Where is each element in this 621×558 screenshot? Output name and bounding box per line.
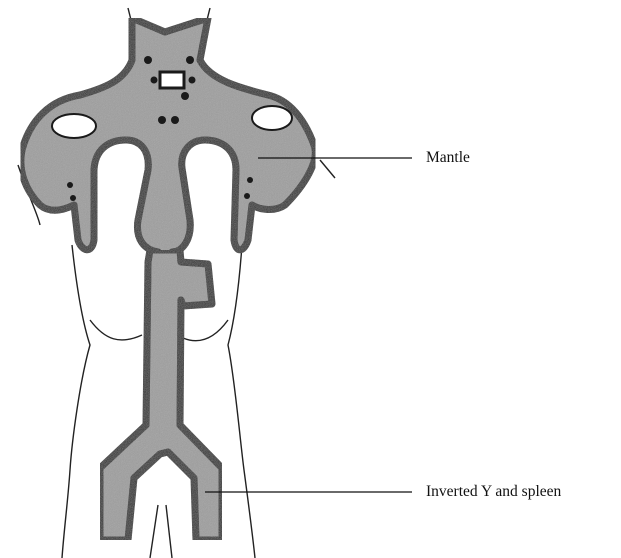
inverted-y-label: Inverted Y and spleen [426, 484, 561, 500]
mantle-label: Mantle [426, 150, 470, 166]
